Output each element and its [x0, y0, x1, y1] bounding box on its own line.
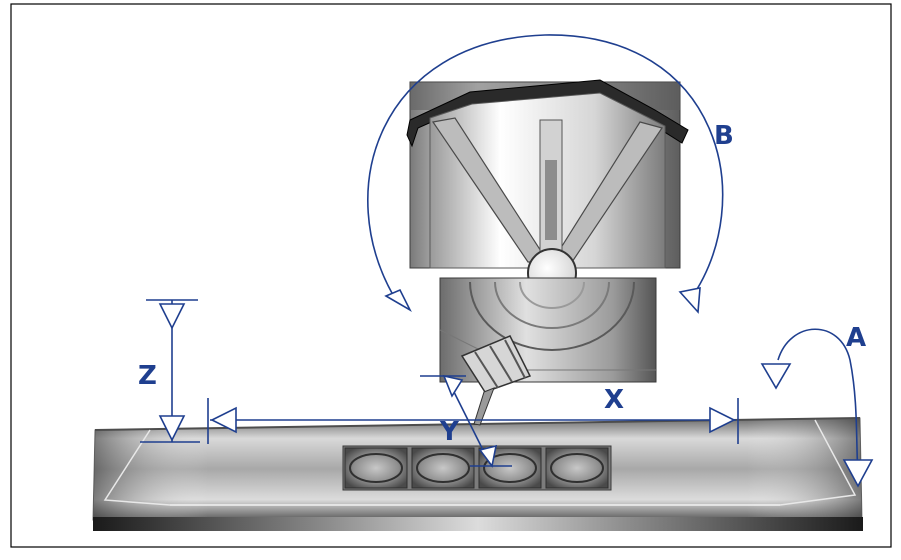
- a-axis-arrowhead-bottom: [842, 459, 874, 488]
- axis-annotations: [140, 34, 874, 488]
- workpiece-pads: [342, 445, 612, 491]
- y-axis-arrowhead-bottom: [478, 444, 498, 468]
- spindle-head: [406, 79, 689, 426]
- cutting-tool: [473, 387, 495, 426]
- x-axis-arrowhead-left: [210, 406, 237, 434]
- pad-2: [411, 447, 475, 489]
- machine-table: [92, 417, 863, 531]
- a-axis-arrowhead-top: [760, 363, 792, 390]
- b-axis-arrowhead-right: [678, 287, 701, 314]
- head-yoke: [406, 79, 689, 148]
- b-axis-arc: [367, 34, 724, 301]
- pad-4: [545, 447, 609, 489]
- axis-label-x: X: [604, 385, 624, 415]
- axis-label-b: B: [714, 121, 734, 151]
- axis-label-a: A: [846, 323, 866, 353]
- z-axis-arrowhead-top: [158, 303, 186, 330]
- pad-1: [344, 447, 408, 489]
- y-axis-arrowhead-top: [442, 374, 464, 398]
- axis-label-z: Z: [138, 361, 157, 391]
- tool-holder: [460, 335, 532, 426]
- a-axis-arc: [777, 328, 859, 481]
- x-axis-arrowhead-right: [709, 406, 736, 434]
- table-base: [93, 517, 863, 531]
- z-axis-arrowhead-bottom: [158, 415, 186, 442]
- axis-label-y: Y: [439, 417, 460, 447]
- b-axis-arrowhead-left: [384, 288, 412, 313]
